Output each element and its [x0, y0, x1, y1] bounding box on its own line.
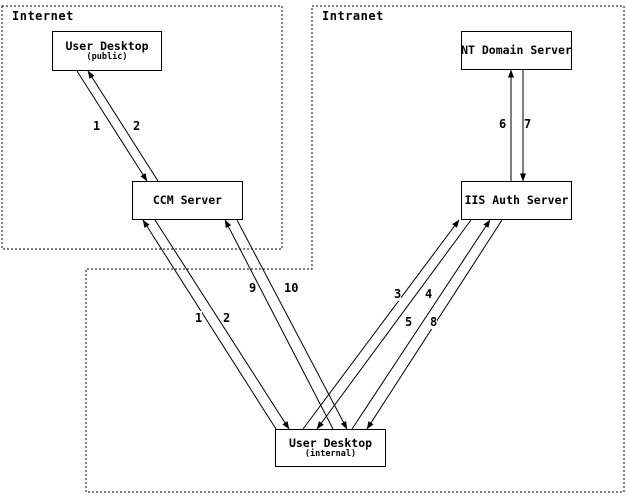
node-nt-domain-server: NT Domain Server: [461, 31, 572, 70]
intranet-zone-outline: [85, 5, 625, 493]
node-title: IIS Auth Server: [464, 193, 569, 208]
intranet-zone-label: Intranet: [322, 9, 384, 23]
internet-zone-outline: [1, 5, 283, 250]
flow-label-7: 7: [524, 117, 532, 131]
node-title: User Desktop: [65, 39, 149, 53]
arrow-internal-desktop-to-iis-5: [351, 219, 491, 430]
node-title: CCM Server: [152, 193, 223, 208]
arrow-iis-to-internal-desktop-4: [316, 219, 472, 430]
flow-label-3: 3: [394, 287, 402, 301]
flow-label-9: 9: [249, 281, 257, 295]
node-title: NT Domain Server: [461, 43, 572, 58]
flow-label-5: 5: [405, 315, 413, 329]
arrow-internal-desktop-to-ccm-1: [142, 219, 277, 430]
flow-label-4: 4: [425, 287, 433, 301]
flow-label-8: 8: [430, 315, 438, 329]
arrow-internal-desktop-to-ccm-9: [224, 219, 334, 430]
flow-label-internal-1: 1: [195, 311, 203, 325]
arrow-ccm-to-public-desktop: [87, 70, 159, 182]
node-iis-auth-server: IIS Auth Server: [461, 181, 572, 220]
internet-zone-label: Internet: [12, 9, 74, 23]
node-user-desktop-internal: User Desktop (internal): [275, 429, 386, 467]
flow-label-10: 10: [284, 281, 299, 295]
node-user-desktop-public: User Desktop (public): [52, 31, 162, 71]
flow-label-internal-2: 2: [223, 311, 231, 325]
flow-label-public-1: 1: [93, 119, 101, 133]
arrow-public-desktop-to-ccm: [76, 70, 148, 182]
arrow-ccm-to-internal-desktop-2: [154, 219, 290, 430]
node-ccm-server: CCM Server: [132, 181, 243, 220]
node-subtitle: (internal): [304, 448, 357, 459]
node-subtitle: (public): [86, 51, 128, 62]
node-title: User Desktop: [288, 436, 373, 450]
arrow-internal-desktop-to-iis-3: [302, 219, 460, 430]
flow-label-6: 6: [499, 117, 507, 131]
flow-label-public-2: 2: [133, 119, 141, 133]
arrow-ccm-to-internal-desktop-10: [236, 219, 348, 430]
